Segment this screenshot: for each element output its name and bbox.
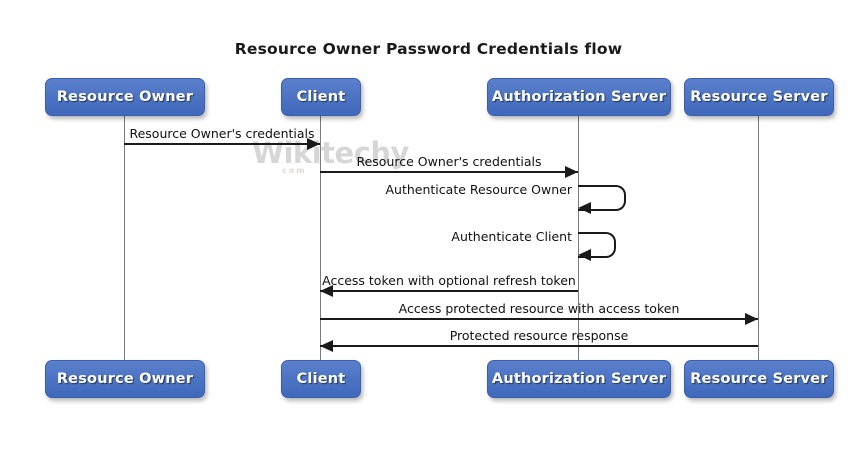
arrowhead-msg-6	[745, 313, 758, 325]
arrowhead-msg-3	[578, 202, 591, 214]
message-line-msg-2	[320, 171, 578, 173]
message-line-msg-7	[320, 345, 758, 347]
arrowhead-msg-7	[320, 340, 333, 352]
actor-label-resource-server-bottom: Resource Server	[690, 371, 828, 387]
actor-box-resource-server-bottom[interactable]: Resource Server	[684, 360, 834, 398]
message-line-msg-1	[124, 143, 320, 145]
actor-label-authorization-server-top: Authorization Server	[491, 89, 667, 105]
arrowhead-msg-5	[320, 285, 333, 297]
diagram-title: Resource Owner Password Credentials flow	[234, 40, 623, 58]
actor-box-resource-server-top[interactable]: Resource Server	[684, 78, 834, 116]
actor-label-client-top: Client	[296, 89, 346, 105]
message-label-msg-2: Resource Owner's credentials	[356, 154, 542, 169]
actor-label-client-bottom: Client	[296, 371, 346, 387]
actor-label-resource-owner-bottom: Resource Owner	[56, 371, 194, 387]
message-label-msg-3: Authenticate Resource Owner	[385, 182, 573, 197]
actor-label-resource-owner-top: Resource Owner	[56, 89, 194, 105]
message-label-msg-5: Access token with optional refresh token	[322, 273, 576, 288]
actor-box-client-top[interactable]: Client	[281, 78, 361, 116]
actor-label-authorization-server-bottom: Authorization Server	[491, 371, 667, 387]
message-line-msg-5	[320, 290, 578, 292]
arrowhead-msg-4	[578, 249, 591, 261]
actor-label-resource-server-top: Resource Server	[690, 89, 828, 105]
actor-box-resource-owner-top[interactable]: Resource Owner	[45, 78, 205, 116]
arrowhead-msg-1	[307, 138, 320, 150]
actor-box-authorization-server-top[interactable]: Authorization Server	[487, 78, 671, 116]
message-label-msg-7: Protected resource response	[449, 328, 629, 343]
message-label-msg-6: Access protected resource with access to…	[398, 301, 680, 316]
arrowhead-msg-2	[565, 166, 578, 178]
actor-box-client-bottom[interactable]: Client	[281, 360, 361, 398]
lifeline-resource-server	[758, 114, 759, 360]
lifeline-client	[320, 114, 321, 360]
message-line-msg-6	[320, 318, 758, 320]
message-label-msg-1: Resource Owner's credentials	[129, 126, 315, 141]
actor-box-resource-owner-bottom[interactable]: Resource Owner	[45, 360, 205, 398]
message-label-msg-4: Authenticate Client	[451, 229, 572, 244]
self-loop-msg-3	[578, 185, 626, 211]
self-loop-msg-4	[578, 232, 616, 258]
lifeline-resource-owner	[124, 114, 125, 360]
watermark-subtext: com	[282, 166, 307, 175]
actor-box-authorization-server-bottom[interactable]: Authorization Server	[487, 360, 671, 398]
